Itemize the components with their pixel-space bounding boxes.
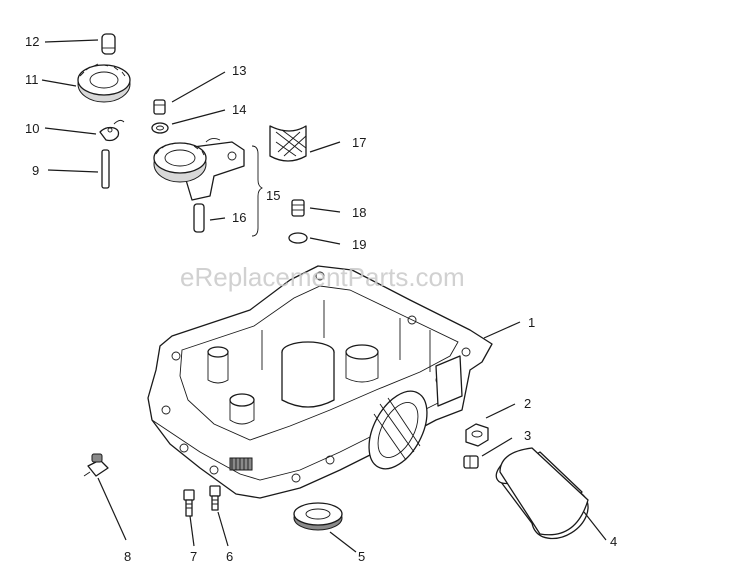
callout-1: 1 bbox=[528, 315, 535, 330]
part-10-clip[interactable] bbox=[99, 119, 125, 142]
callout-2: 2 bbox=[524, 396, 531, 411]
part-12-pin[interactable] bbox=[101, 33, 116, 55]
callout-3: 3 bbox=[524, 428, 531, 443]
bracket-15 bbox=[251, 145, 264, 237]
part-1-oil-pan[interactable] bbox=[147, 265, 493, 499]
callout-8: 8 bbox=[124, 549, 131, 564]
callout-16: 16 bbox=[232, 210, 246, 225]
part-14-washer[interactable] bbox=[151, 122, 169, 134]
part-11-gear[interactable] bbox=[77, 63, 131, 103]
leader-lines bbox=[41, 39, 607, 553]
callout-12: 12 bbox=[25, 34, 39, 49]
watermark: eReplacementParts.com bbox=[180, 262, 465, 292]
callout-19: 19 bbox=[352, 237, 366, 252]
callout-14: 14 bbox=[232, 102, 246, 117]
part-18-plug[interactable] bbox=[291, 199, 305, 217]
part-6-bolt[interactable] bbox=[209, 485, 221, 511]
callout-7: 7 bbox=[190, 549, 197, 564]
part-4-oil-filter[interactable] bbox=[491, 446, 597, 548]
part-7-bolt[interactable] bbox=[183, 489, 195, 517]
oil-pump-assembly[interactable] bbox=[153, 137, 245, 201]
part-16-pin[interactable] bbox=[193, 203, 205, 233]
part-5-seal[interactable] bbox=[293, 502, 343, 531]
part-2-nut[interactable] bbox=[465, 423, 489, 447]
part-9-shaft[interactable] bbox=[101, 149, 110, 189]
callout-11: 11 bbox=[25, 72, 39, 87]
callout-9: 9 bbox=[32, 163, 39, 178]
part-13-bolt[interactable] bbox=[153, 99, 166, 115]
callout-17: 17 bbox=[352, 135, 366, 150]
callout-5: 5 bbox=[358, 549, 365, 564]
part-3-fitting[interactable] bbox=[463, 455, 479, 469]
callout-10: 10 bbox=[25, 121, 39, 136]
pump-rotor-plate[interactable] bbox=[357, 382, 439, 479]
callout-labels: 12 11 10 9 13 14 15 16 17 18 19 1 2 3 4 … bbox=[25, 34, 617, 564]
callout-18: 18 bbox=[352, 205, 366, 220]
part-17-screen[interactable] bbox=[269, 125, 307, 162]
part-8-sensor[interactable] bbox=[83, 453, 109, 477]
callout-15: 15 bbox=[266, 188, 280, 203]
part-19-o-ring[interactable] bbox=[288, 232, 308, 244]
callout-13: 13 bbox=[232, 63, 246, 78]
callout-4: 4 bbox=[610, 534, 617, 549]
callout-6: 6 bbox=[226, 549, 233, 564]
